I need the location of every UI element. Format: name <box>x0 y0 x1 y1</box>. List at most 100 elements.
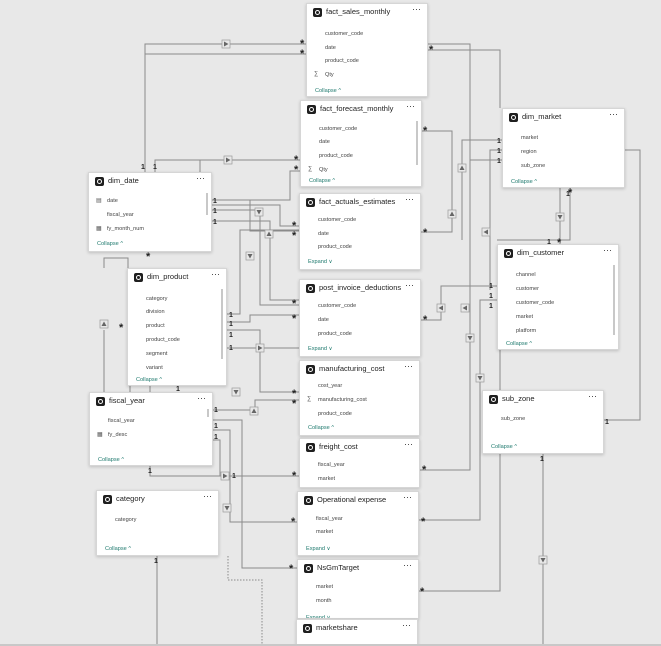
field-customer-code[interactable]: customer_code <box>325 31 364 37</box>
field-customer-code[interactable]: customer_code <box>318 303 357 309</box>
table-header[interactable]: category··· <box>97 491 218 509</box>
more-options-icon[interactable]: ··· <box>197 393 206 403</box>
collapse-button[interactable]: Collapse ^ <box>315 88 341 94</box>
field-scrollbar[interactable] <box>206 193 208 215</box>
rel-customer-actuals[interactable] <box>421 130 453 233</box>
field-fiscal-year[interactable]: fiscal_year <box>107 212 134 218</box>
rel-fiscal-nsgm[interactable] <box>213 419 297 569</box>
collapse-button[interactable]: Collapse ^ <box>136 377 162 383</box>
field-date[interactable]: date <box>318 231 329 237</box>
more-options-icon[interactable]: ··· <box>603 245 612 255</box>
collapse-button[interactable]: Collapse ^ <box>98 457 124 463</box>
collapse-button[interactable]: Collapse ^ <box>511 179 537 185</box>
field-month[interactable]: month <box>316 598 332 604</box>
expand-button[interactable]: Expand ∨ <box>306 615 331 619</box>
table-header[interactable]: sub_zone··· <box>483 391 603 409</box>
expand-button[interactable]: Expand ∨ <box>308 346 333 352</box>
collapse-button[interactable]: Collapse ^ <box>309 178 335 184</box>
field-market[interactable]: market <box>516 314 534 320</box>
table-header[interactable]: marketshare··· <box>297 620 417 638</box>
table-header[interactable]: fact_forecast_monthly··· <box>301 101 421 119</box>
rel-customer-post-invoice[interactable] <box>421 285 497 321</box>
table-header[interactable]: Operational expense··· <box>298 492 418 510</box>
field-product-code[interactable]: product_code <box>318 331 352 337</box>
field-date[interactable]: date <box>107 198 118 204</box>
rel-dim-date-forecast-3[interactable] <box>212 170 300 201</box>
field-fy-month-num[interactable]: fy_month_num <box>107 226 145 232</box>
rel-customer-opex[interactable] <box>419 299 497 521</box>
field-product-code[interactable]: product_code <box>318 244 352 250</box>
field-product[interactable]: product <box>146 323 165 329</box>
more-options-icon[interactable]: ··· <box>403 492 412 502</box>
field-customer-code[interactable]: customer_code <box>318 217 357 223</box>
rel-left-loop[interactable] <box>103 257 129 268</box>
field-market[interactable]: market <box>316 584 334 590</box>
table-card-marketshare[interactable]: marketshare··· <box>296 619 418 646</box>
table-header[interactable]: post_invoice_deductions··· <box>300 280 420 298</box>
rel-dim-date-post-invoice-2[interactable] <box>212 220 299 301</box>
more-options-icon[interactable]: ··· <box>405 280 414 290</box>
field-fiscal-year[interactable]: fiscal_year <box>318 462 345 468</box>
rel-dim-date-forecast-2[interactable] <box>155 159 201 172</box>
rel-fiscal-freight-2[interactable] <box>213 439 221 476</box>
field-cost-year[interactable]: cost_year <box>318 383 343 389</box>
more-options-icon[interactable]: ··· <box>609 109 618 119</box>
field-manufacturing-cost[interactable]: manufacturing_cost <box>318 397 367 403</box>
table-header[interactable]: dim_customer··· <box>498 245 618 263</box>
more-options-icon[interactable]: ··· <box>412 4 421 14</box>
rel-product-manufacturing-2[interactable] <box>227 329 299 393</box>
field-date[interactable]: date <box>319 139 330 145</box>
more-options-icon[interactable]: ··· <box>403 560 412 570</box>
more-options-icon[interactable]: ··· <box>406 101 415 111</box>
rel-market-customer[interactable] <box>461 139 502 240</box>
more-options-icon[interactable]: ··· <box>404 361 413 371</box>
field-customer[interactable]: customer <box>516 286 540 292</box>
table-header[interactable]: NsGmTarget··· <box>298 560 418 578</box>
field-sub-zone[interactable]: sub_zone <box>521 163 546 169</box>
field-platform[interactable]: platform <box>516 328 537 334</box>
rel-nsgm-customer[interactable] <box>419 244 501 592</box>
field-Qty[interactable]: Qty <box>319 167 328 173</box>
collapse-button[interactable]: Collapse ^ <box>491 444 517 450</box>
field-market[interactable]: market <box>316 529 334 535</box>
table-header[interactable]: manufacturing_cost··· <box>300 361 419 379</box>
rel-fiscal-freight[interactable] <box>149 466 299 477</box>
field-scrollbar[interactable] <box>221 289 223 359</box>
field-market[interactable]: market <box>318 476 336 482</box>
expand-button[interactable]: Expand ∨ <box>306 546 331 552</box>
rel-sales-market[interactable] <box>428 49 501 108</box>
rel-market-customer-2[interactable] <box>489 149 502 290</box>
rel-fiscal-manufacturing[interactable] <box>213 399 299 411</box>
field-product-code[interactable]: product_code <box>146 337 180 343</box>
field-category[interactable]: category <box>146 296 168 302</box>
field-product-code[interactable]: product_code <box>319 153 353 159</box>
collapse-button[interactable]: Collapse ^ <box>506 341 532 347</box>
more-options-icon[interactable]: ··· <box>196 173 205 183</box>
field-scrollbar[interactable] <box>613 265 615 335</box>
field-product-code[interactable]: product_code <box>318 411 352 417</box>
field-scrollbar[interactable] <box>207 409 209 417</box>
more-options-icon[interactable]: ··· <box>402 620 411 630</box>
table-header[interactable]: fiscal_year··· <box>90 393 212 411</box>
collapse-button[interactable]: Collapse ^ <box>105 546 131 552</box>
field-scrollbar[interactable] <box>416 121 418 165</box>
rel-customer-freight[interactable] <box>420 43 471 471</box>
field-date[interactable]: date <box>325 45 336 51</box>
table-header[interactable]: fact_actuals_estimates··· <box>300 194 420 212</box>
more-options-icon[interactable]: ··· <box>404 439 413 449</box>
rel-dim-date-fact-sales-2[interactable] <box>144 53 306 172</box>
field-category[interactable]: category <box>115 517 137 523</box>
